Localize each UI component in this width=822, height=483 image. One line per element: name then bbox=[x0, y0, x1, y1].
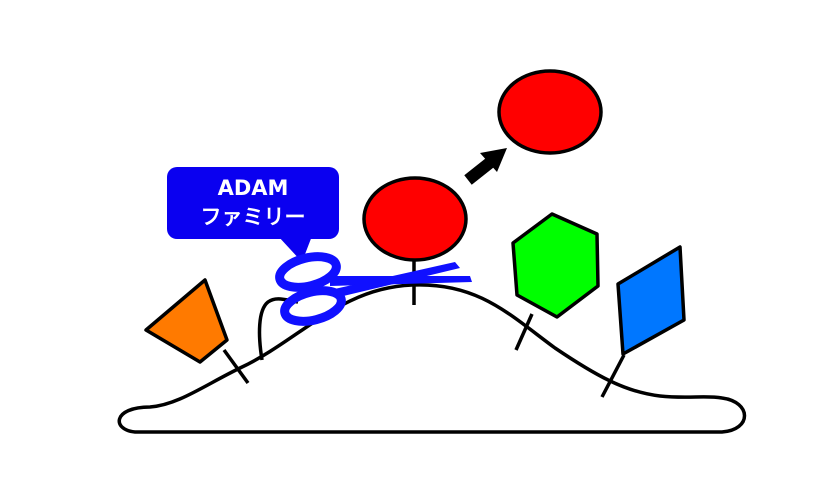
callout-line-1: ADAM bbox=[217, 176, 289, 200]
adam-family-callout: ADAM ファミリー bbox=[167, 167, 339, 239]
cell-membrane bbox=[117, 283, 747, 434]
red-molecule-attached bbox=[362, 176, 468, 262]
red-molecule-released bbox=[497, 69, 603, 155]
green-molecule-stalk bbox=[514, 313, 534, 351]
orange-molecule bbox=[144, 278, 229, 364]
callout-line-2: ファミリー bbox=[200, 205, 306, 229]
arrow-up-right-icon bbox=[464, 148, 507, 185]
scissors-icon bbox=[275, 252, 472, 326]
orange-molecule-stalk bbox=[222, 348, 250, 385]
blue-molecule bbox=[616, 245, 686, 356]
green-molecule bbox=[511, 212, 600, 319]
blue-molecule-stalk bbox=[600, 354, 626, 398]
